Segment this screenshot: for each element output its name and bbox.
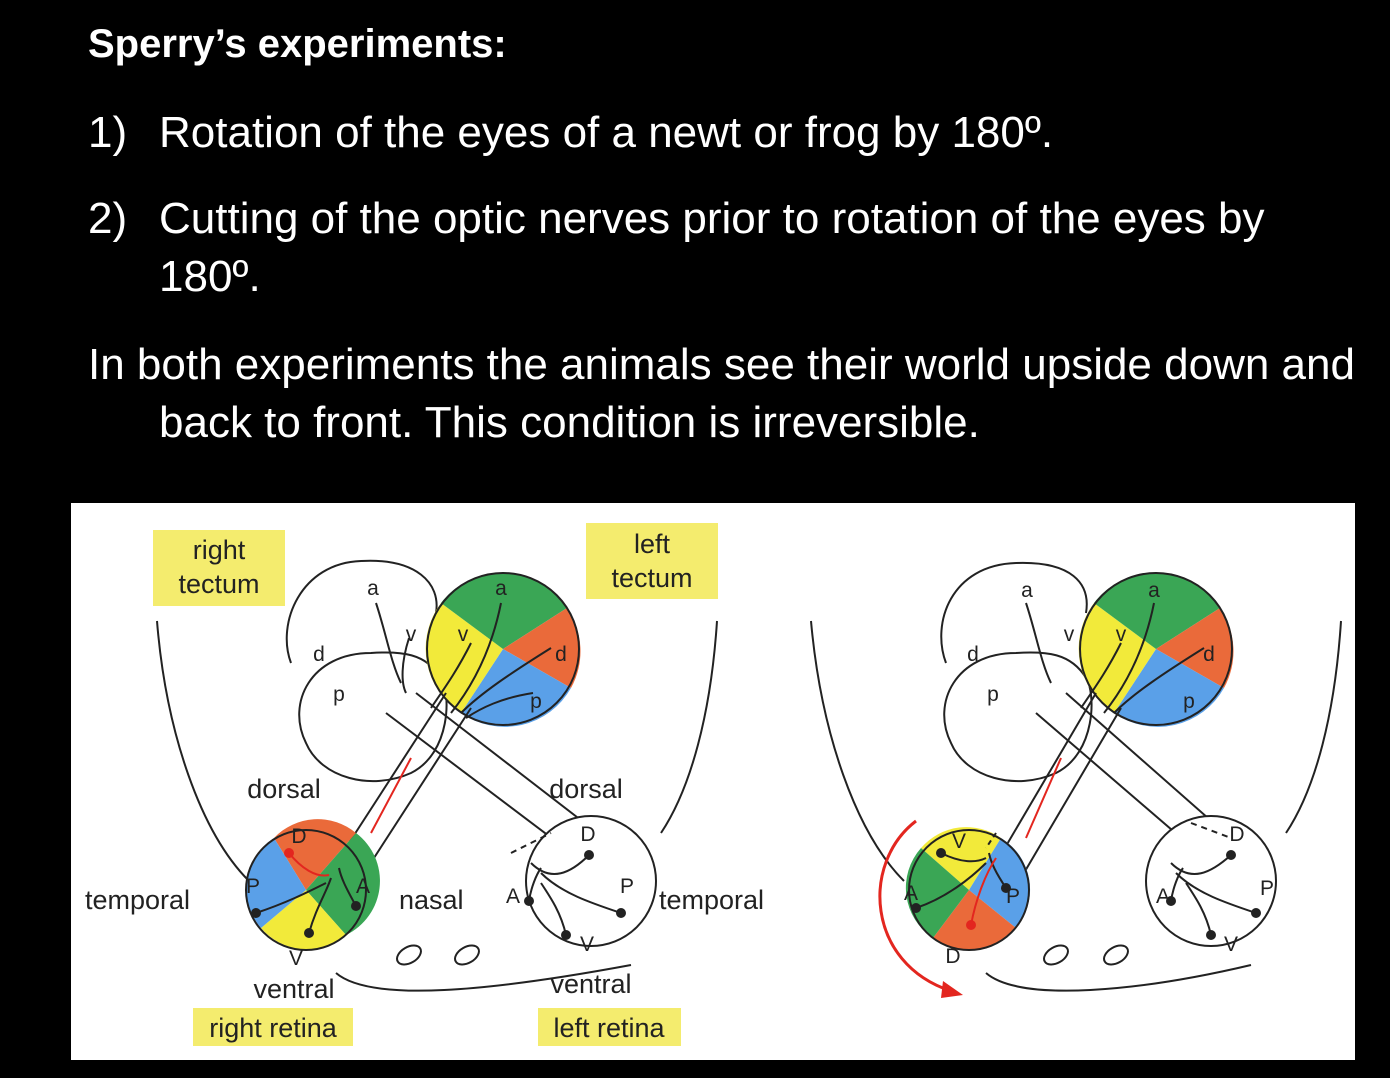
letter-d: d (313, 643, 325, 666)
ventral-label-left: ventral (253, 974, 334, 1004)
rotation-arrowhead (941, 981, 963, 998)
right-tectum-top (285, 560, 362, 664)
head-outline-right (660, 620, 718, 834)
letter-a: a (495, 577, 507, 600)
list-item: 2) Cutting of the optic nerves prior to … (88, 190, 1329, 306)
letter-p: p (530, 690, 542, 713)
letter-P: P (1260, 877, 1274, 900)
left-retina-rotated-panel (1145, 815, 1277, 947)
letter-v: v (1116, 623, 1127, 646)
right-tectum-label-bg (153, 530, 285, 606)
temporal-label-left: temporal (85, 885, 190, 915)
optic-nerve-2b (360, 707, 472, 879)
letter-d: d (967, 643, 979, 666)
list-text: Cutting of the optic nerves prior to rot… (159, 194, 1265, 301)
left-tectum-label-bg (586, 523, 718, 599)
letter-a: a (1021, 579, 1033, 602)
ventral-label-right: ventral (550, 969, 631, 999)
letter-P: P (246, 875, 260, 898)
letter-a: a (1148, 579, 1160, 602)
rotation-arrow (878, 819, 952, 993)
list-number: 2) (88, 194, 128, 243)
letter-v: v (1064, 623, 1075, 646)
normal-panel (156, 559, 718, 992)
right-tectum (298, 651, 448, 782)
head-outline-left (156, 620, 250, 882)
diagram-svg: right tectum left tectum dorsal dorsal t… (85, 523, 1342, 1046)
list-text: Rotation of the eyes of a newt or frog b… (159, 108, 1054, 157)
list-item: 1) Rotation of the eyes of a newt or fro… (88, 104, 1053, 162)
letter-d: d (555, 643, 567, 666)
letter-V: V (952, 830, 966, 853)
letter-P: P (1006, 885, 1020, 908)
right-tectum-label-1: right (193, 535, 246, 565)
jaw-outline (335, 964, 632, 992)
conclusion-paragraph: In both experiments the animals see thei… (88, 340, 1355, 447)
letter-a: a (367, 577, 379, 600)
left-retina (510, 815, 657, 947)
right-tectum-label-2: tectum (178, 569, 259, 599)
letter-p: p (1183, 690, 1195, 713)
letter-d: d (1203, 643, 1215, 666)
letter-D: D (945, 945, 960, 968)
temporal-label-right: temporal (659, 885, 764, 915)
left-retina-label: left retina (553, 1013, 665, 1043)
sperry-diagram: right tectum left tectum dorsal dorsal t… (71, 503, 1355, 1060)
letter-V: V (289, 947, 303, 970)
left-retina-label-bg (538, 1008, 681, 1046)
nostril-left (396, 944, 422, 966)
letter-p: p (333, 683, 345, 706)
dorsal-label-left: dorsal (247, 774, 321, 804)
right-retina (245, 819, 380, 951)
list-number: 1) (88, 108, 128, 157)
right-tectum-cap (360, 559, 438, 614)
left-tectum-label-1: left (634, 529, 671, 559)
red-axon (370, 757, 412, 834)
dorsal-label-right: dorsal (549, 774, 623, 804)
nostril-right (454, 944, 480, 966)
letter-A: A (356, 875, 370, 898)
right-retina-label: right retina (209, 1013, 338, 1043)
left-tectum-disk (425, 572, 581, 727)
letter-P: P (620, 875, 634, 898)
letter-D: D (291, 825, 306, 848)
letter-D: D (1229, 823, 1244, 846)
letter-V: V (580, 933, 594, 956)
left-tectum-disk-rotated (1078, 572, 1234, 727)
letter-V: V (1224, 933, 1238, 956)
letter-D: D (580, 823, 595, 846)
letter-v: v (458, 623, 469, 646)
rotated-panel (810, 561, 1342, 998)
nasal-label: nasal (399, 885, 464, 915)
letter-A: A (904, 882, 918, 905)
slide-title: Sperry’s experiments: (88, 22, 507, 66)
letter-A: A (1156, 885, 1170, 908)
left-tectum-label-2: tectum (611, 563, 692, 593)
right-retina-rotated (905, 827, 1031, 951)
right-retina-label-bg (193, 1008, 353, 1046)
letter-p: p (987, 683, 999, 706)
letter-A: A (506, 885, 520, 908)
letter-v: v (406, 623, 417, 646)
